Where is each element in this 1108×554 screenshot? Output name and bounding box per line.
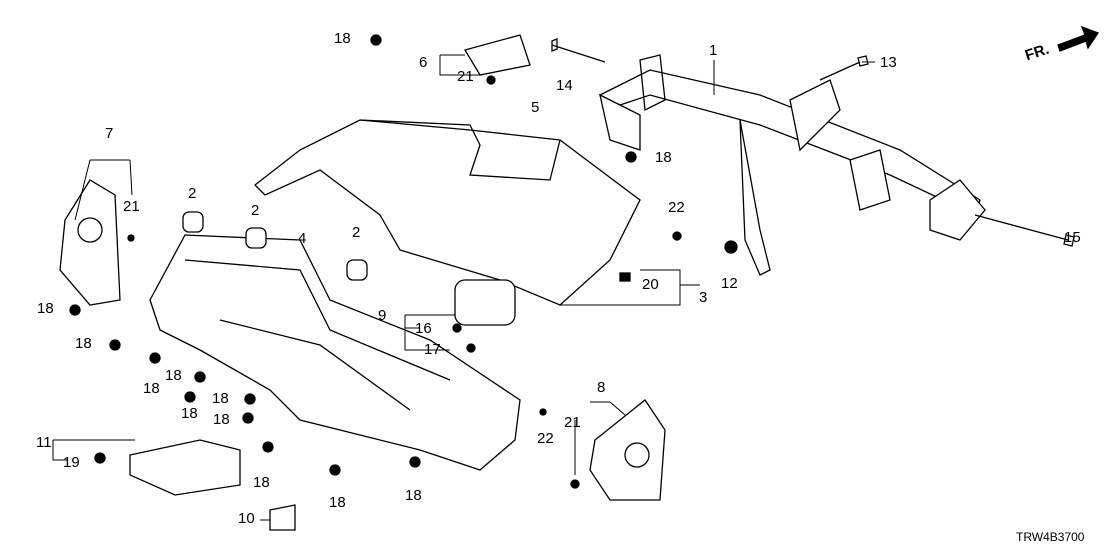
callout-2: 2	[188, 185, 197, 202]
callout-12: 12	[721, 275, 738, 292]
instrument-panel-frame	[149, 234, 521, 471]
callout-18: 18	[655, 149, 672, 166]
front-direction-arrow-icon	[1057, 25, 1099, 52]
callout-18: 18	[213, 411, 230, 428]
callout-18: 18	[165, 367, 182, 384]
callout-18: 18	[37, 300, 54, 317]
bolt-14	[551, 38, 606, 63]
bracket-11	[129, 439, 241, 496]
callout-18: 18	[212, 390, 229, 407]
callout-20: 20	[642, 276, 659, 293]
callout-10: 10	[238, 510, 255, 527]
callout-7: 7	[105, 125, 114, 142]
callout-8: 8	[597, 379, 606, 396]
callout-13: 13	[880, 54, 897, 71]
callout-18: 18	[75, 335, 92, 352]
steering-hanger-beam	[599, 54, 986, 276]
callout-18: 18	[181, 405, 198, 422]
callout-2: 2	[352, 224, 361, 241]
callout-5: 5	[531, 99, 540, 116]
callout-17: 17	[424, 341, 441, 358]
pad-2b	[245, 227, 267, 249]
callout-21: 21	[564, 414, 581, 431]
callout-18: 18	[143, 380, 160, 397]
callout-22: 22	[668, 199, 685, 216]
pad-2a	[182, 211, 204, 233]
pad-2c	[346, 259, 368, 281]
callout-14: 14	[556, 77, 573, 94]
label-10	[269, 504, 296, 531]
lid-6	[464, 34, 531, 76]
callout-4: 4	[298, 230, 307, 247]
bolt-15	[974, 214, 1075, 247]
diagram-code: TRW4B3700	[1016, 530, 1085, 544]
callout-15: 15	[1064, 229, 1081, 246]
callout-16: 16	[415, 320, 432, 337]
callout-6: 6	[419, 54, 428, 71]
side-cover-right	[589, 399, 666, 501]
callout-18: 18	[405, 487, 422, 504]
passenger-airbag	[454, 279, 516, 326]
callout-1: 1	[709, 42, 718, 59]
callout-11: 11	[36, 434, 52, 451]
callout-2: 2	[251, 202, 260, 219]
callout-18: 18	[253, 474, 270, 491]
callout-21: 21	[123, 198, 140, 215]
dashboard-upper-panel	[254, 119, 641, 306]
callout-18: 18	[329, 494, 346, 511]
callout-9: 9	[378, 307, 387, 324]
callout-3: 3	[699, 289, 708, 306]
bolt-13	[819, 55, 869, 81]
callout-19: 19	[63, 454, 80, 471]
callout-21: 21	[457, 68, 474, 85]
callout-22: 22	[537, 430, 554, 447]
callout-18: 18	[334, 30, 351, 47]
